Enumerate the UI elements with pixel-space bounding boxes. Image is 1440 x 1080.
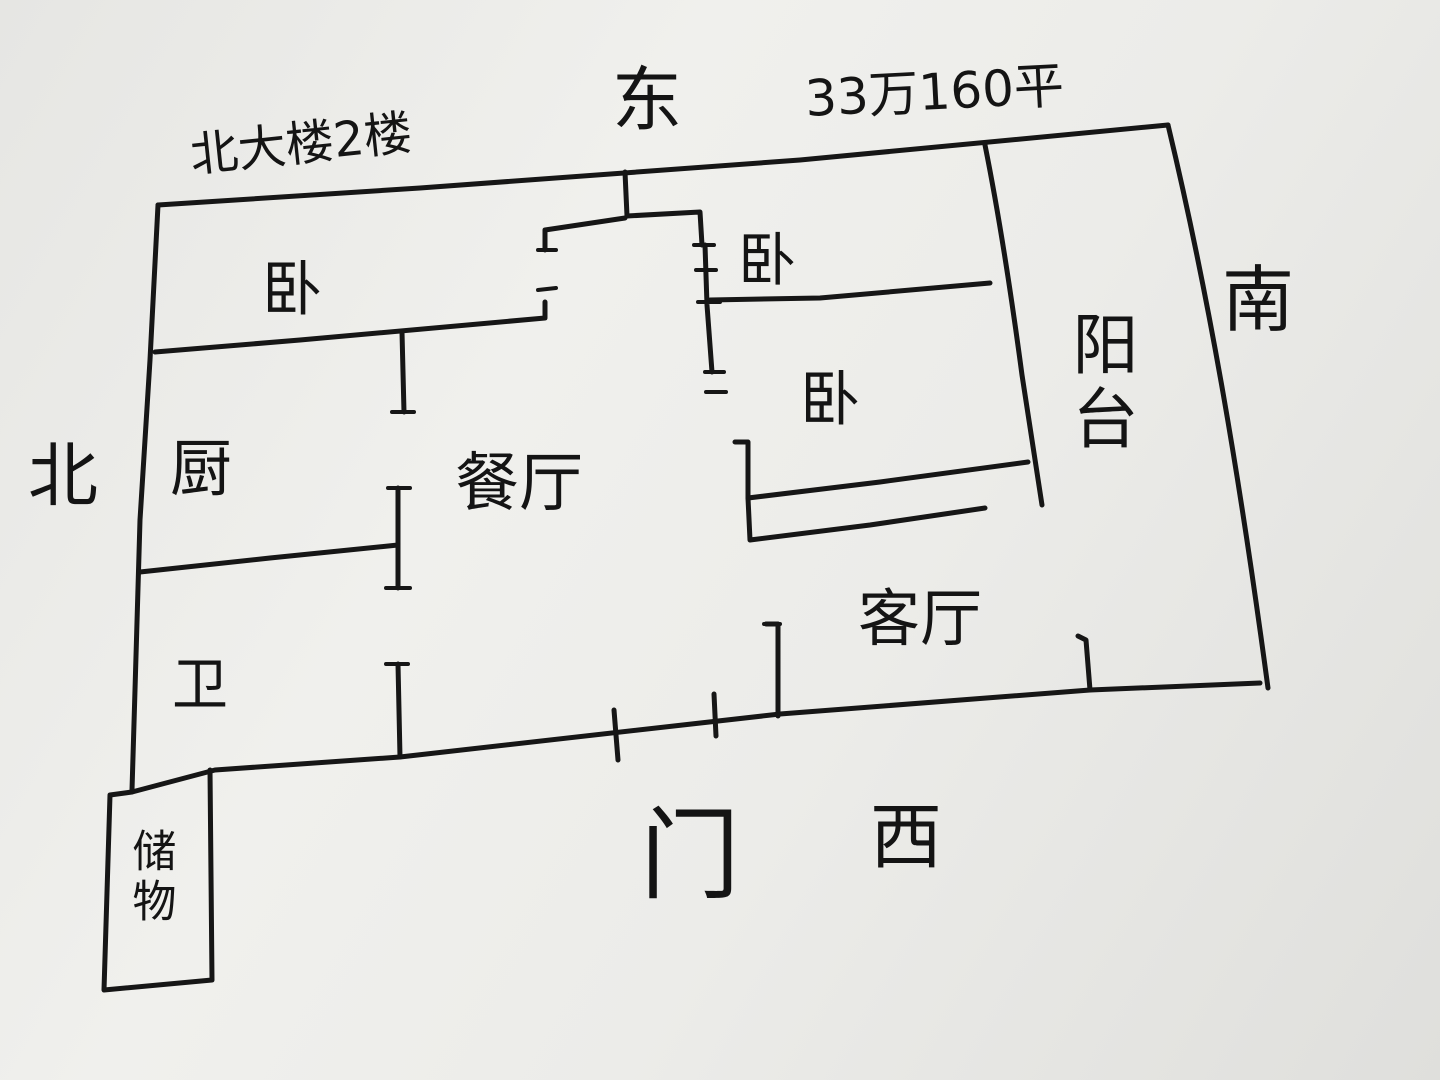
wall-outer-north-side (129, 202, 161, 793)
wall-kitchen-east (399, 329, 407, 415)
label-direction-west: 西 (870, 795, 942, 879)
door-tick-bedroom-top-left-b (536, 286, 558, 292)
label-entrance: 门 (640, 797, 740, 914)
label-bedroom-top-right: 卧 (738, 226, 796, 294)
wall-kitchen-bathroom (137, 542, 401, 575)
label-storage: 储物 (125, 828, 176, 928)
wall-outer-south (1165, 122, 1271, 691)
wall-living-room-right (1075, 633, 1093, 693)
label-kitchen: 厨 (170, 432, 232, 505)
wall-balcony-inner (982, 142, 1045, 508)
label-balcony: 阳台 (1062, 310, 1139, 458)
wall-bedroom-divider-right (707, 280, 993, 303)
wall-bedroom-top-left-east (542, 215, 628, 253)
door-entrance-jamb-right (711, 691, 719, 739)
wall-outer-west-main (129, 680, 1263, 795)
door-entrance-jamb-left (611, 707, 621, 763)
label-living-room: 客厅 (858, 582, 982, 655)
wall-corridor-top (622, 169, 705, 248)
wall-bedroom-right-vertical (702, 242, 715, 375)
label-bathroom: 卫 (172, 653, 228, 718)
wall-outer-north (155, 122, 1171, 208)
label-building-floor: 北大楼2楼 (187, 105, 414, 184)
label-direction-north: 北 (28, 435, 98, 517)
wall-closet-lower (745, 495, 988, 543)
label-direction-east: 东 (612, 59, 682, 141)
wall-storage-annex (101, 767, 215, 993)
wall-bedroom-middle-bottom (732, 439, 1031, 501)
label-bedroom-top-left: 卧 (262, 255, 322, 325)
label-bedroom-middle: 卧 (800, 365, 860, 435)
wall-living-room-left (763, 621, 781, 719)
label-price-area: 33万160平 (804, 57, 1066, 128)
label-direction-south: 南 (1222, 258, 1294, 342)
wall-bedroom-top-left (152, 299, 548, 355)
label-dining-room: 餐厅 (455, 447, 583, 521)
wall-bathroom-east-lower (395, 661, 403, 760)
